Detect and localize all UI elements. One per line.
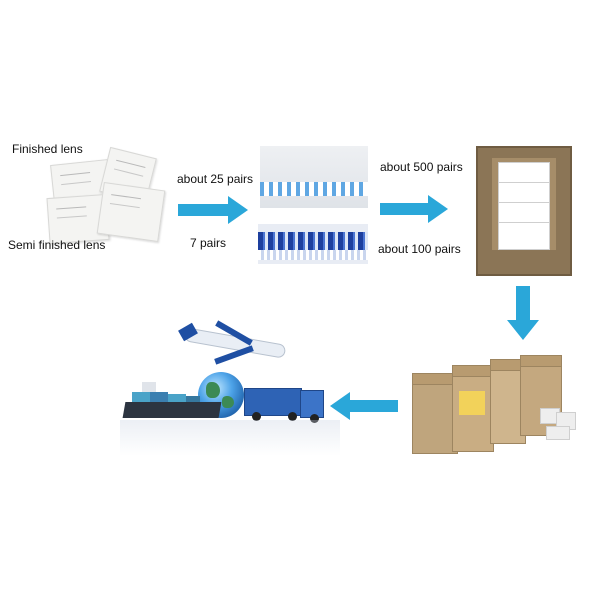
globe-icon — [198, 372, 244, 418]
packed-lens-tray-icon — [260, 146, 368, 208]
about-500-pairs-label: about 500 pairs — [380, 160, 463, 174]
about-100-pairs-label: about 100 pairs — [378, 242, 461, 256]
about-25-pairs-label: about 25 pairs — [177, 172, 254, 186]
flow-arrow-down — [507, 286, 539, 340]
flow-arrow-left — [330, 392, 398, 420]
flow-arrow-right — [178, 196, 248, 224]
finished-lens-label: Finished lens — [12, 142, 83, 156]
flow-arrow-right — [380, 195, 448, 223]
packed-lens-tray-icon — [258, 224, 368, 264]
lens-envelope-icon — [96, 181, 166, 243]
semi-finished-lens-label: Semi finished lens — [8, 238, 106, 252]
open-carton-icon — [476, 146, 572, 276]
seven-pairs-label: 7 pairs — [190, 236, 227, 250]
